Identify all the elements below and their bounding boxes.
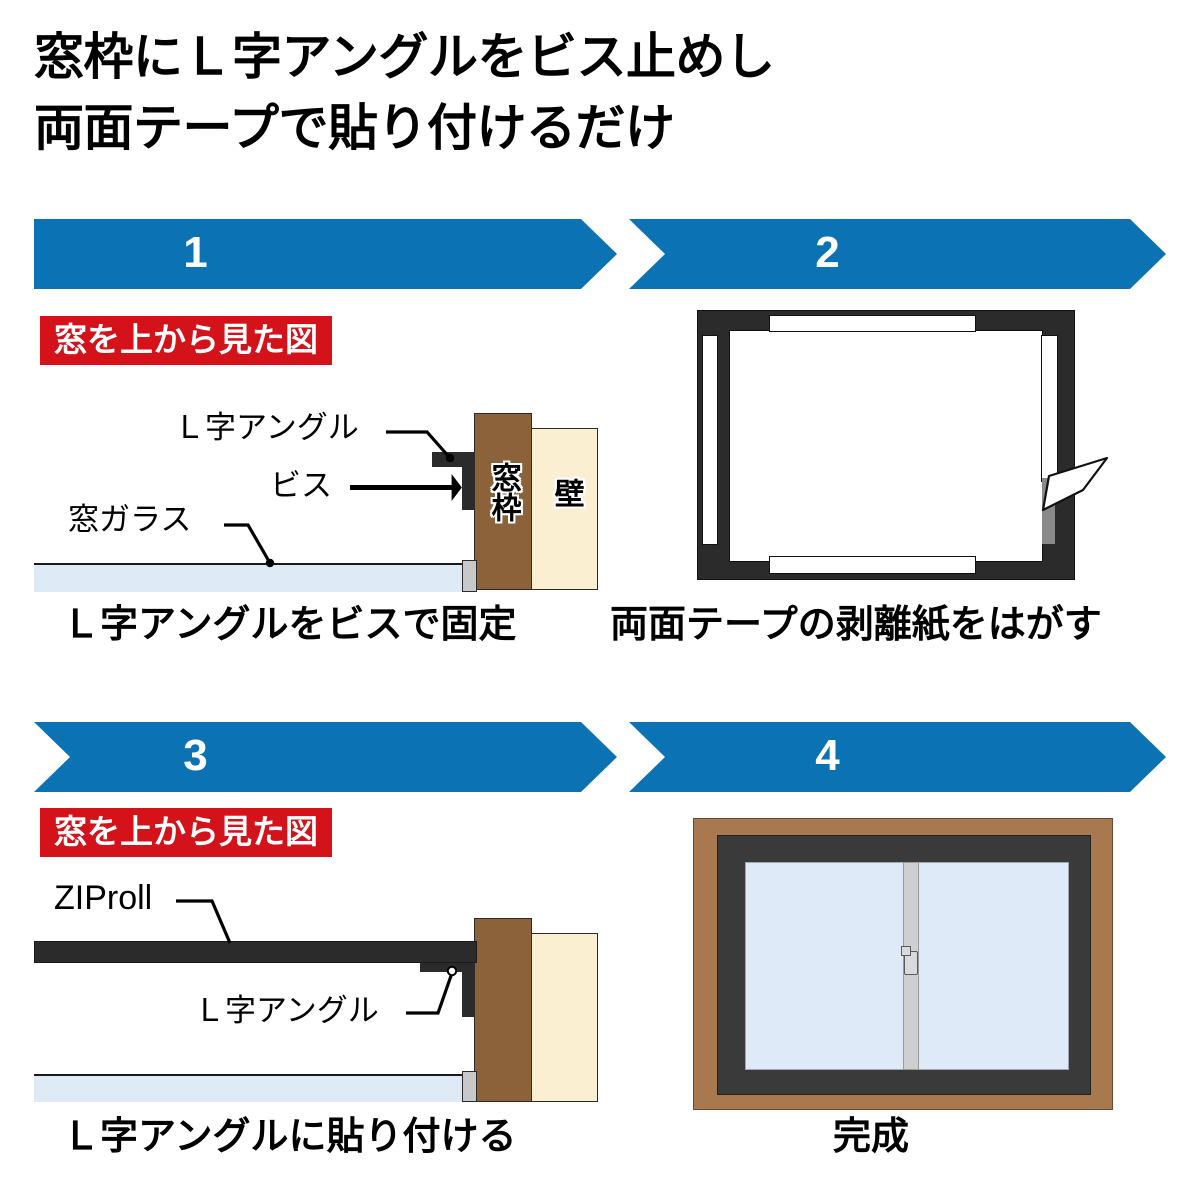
- ziproll-sheet: [34, 941, 477, 963]
- window-latch-lever: [901, 946, 911, 956]
- label-l-angle-step1: Ｌ字アングル: [174, 410, 359, 445]
- step-number-1: 1: [183, 228, 208, 277]
- label-l-angle-step3: Ｌ字アングル: [194, 993, 379, 1028]
- label-wall-step1: 壁: [549, 478, 583, 508]
- cross-section-step3: ZIProll Ｌ字アングル: [34, 881, 598, 1102]
- tape-strip-left: [702, 335, 718, 545]
- step-banner-1: 1: [34, 219, 617, 289]
- step-number-4: 4: [815, 731, 840, 780]
- finished-window-step4: [693, 818, 1113, 1110]
- window-latch: [904, 951, 918, 975]
- label-window-frame-step1: 窓枠: [486, 462, 520, 522]
- page-title: 窓枠にＬ字アングルをビス止めし 両面テープで貼り付けるだけ: [34, 22, 1164, 164]
- wall-block: [529, 428, 598, 590]
- window-frame-block-step3: [474, 918, 532, 1102]
- step-banner-2: 2: [629, 219, 1166, 289]
- caption-step2: 両面テープの剥離紙をはがす: [610, 604, 1102, 646]
- l-angle-vertical-leg-step3: [462, 957, 475, 1017]
- window-glass-pane-step3: [34, 1074, 474, 1102]
- leader-lines-step3: [176, 899, 458, 1015]
- step-banner-row-top: 1 2: [34, 219, 1166, 289]
- step-banner-4: 4: [629, 722, 1166, 792]
- wall-block-step3: [529, 933, 598, 1102]
- badge-top-view-step1-label: 窓を上から見た図: [54, 321, 318, 358]
- step-banner-row-bottom: 3 4: [34, 722, 1166, 792]
- badge-top-view-step3-label: 窓を上から見た図: [54, 813, 318, 850]
- page-title-line-1: 窓枠にＬ字アングルをビス止めし: [34, 29, 775, 85]
- screw-shaft: [350, 485, 454, 490]
- step-number-3: 3: [183, 731, 208, 780]
- label-ziproll-step3: ZIProll: [54, 879, 153, 917]
- tape-strip-bottom: [769, 556, 976, 574]
- label-screw-step1: ビス: [270, 468, 332, 503]
- label-glass-step1: 窓ガラス: [68, 502, 192, 537]
- tape-frame-opening: [729, 330, 1043, 562]
- caption-step4: 完成: [833, 1116, 910, 1158]
- glass-edge-bead: [462, 560, 477, 592]
- window-pane-right: [915, 862, 1069, 1070]
- caption-step1: Ｌ字アングルをビスで固定: [62, 604, 517, 646]
- release-paper-peel-icon: [1041, 456, 1109, 512]
- badge-top-view-step1: 窓を上から見た図: [40, 316, 332, 365]
- caption-step3: Ｌ字アングルに貼り付ける: [62, 1116, 517, 1158]
- cross-section-step1: Ｌ字アングル ビス 窓ガラス 窓枠 壁: [34, 400, 598, 592]
- badge-top-view-step3: 窓を上から見た図: [40, 808, 332, 857]
- glass-edge-bead-step3: [462, 1071, 477, 1102]
- step-number-2: 2: [815, 228, 840, 277]
- step-banner-3: 3: [34, 722, 617, 792]
- page-title-line-2: 両面テープで貼り付けるだけ: [34, 100, 675, 156]
- window-glass-pane: [34, 563, 474, 592]
- window-frame-block: [474, 413, 532, 590]
- tape-frame-step2: [697, 310, 1109, 580]
- leader-lines-step1: [224, 430, 455, 568]
- tape-strip-top: [769, 315, 976, 332]
- window-pane-left: [745, 862, 907, 1070]
